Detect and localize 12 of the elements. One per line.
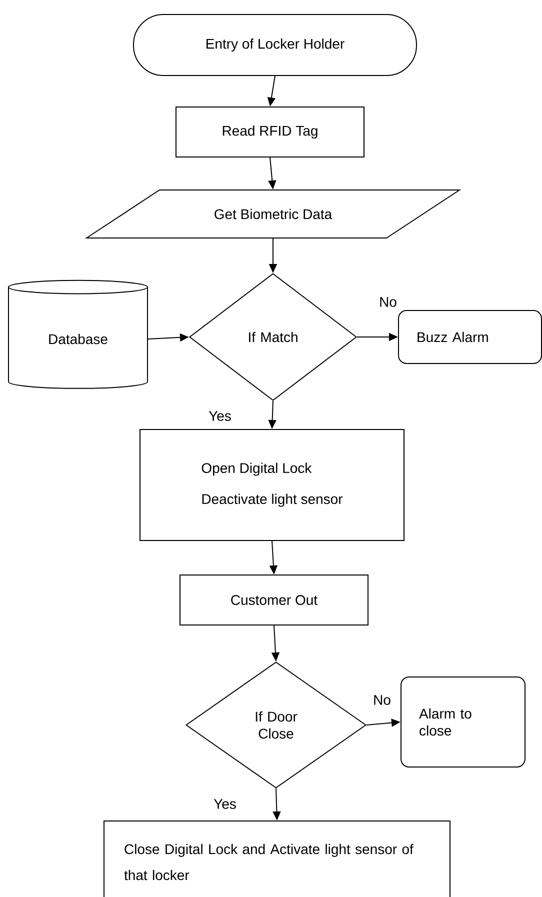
process-box: Read RFID Tag <box>176 106 364 158</box>
start-terminal: Entry of Locker Holder <box>133 14 417 76</box>
edge-label: No <box>378 296 398 308</box>
alarm-box: Buzz Alarm <box>398 310 542 364</box>
process-box: Close Digital Lock and Activate light sensor of that locker <box>104 820 450 897</box>
process-box: Open Digital Lock Deactivate light sensor <box>140 429 404 541</box>
process-box: Customer Out <box>180 574 368 626</box>
alarm-box: Alarm to close <box>400 676 526 768</box>
edge-label: Yes <box>212 798 238 810</box>
edge-label: No <box>372 694 392 706</box>
database-cylinder: Database <box>8 280 148 389</box>
edge-label: Yes <box>208 410 232 422</box>
